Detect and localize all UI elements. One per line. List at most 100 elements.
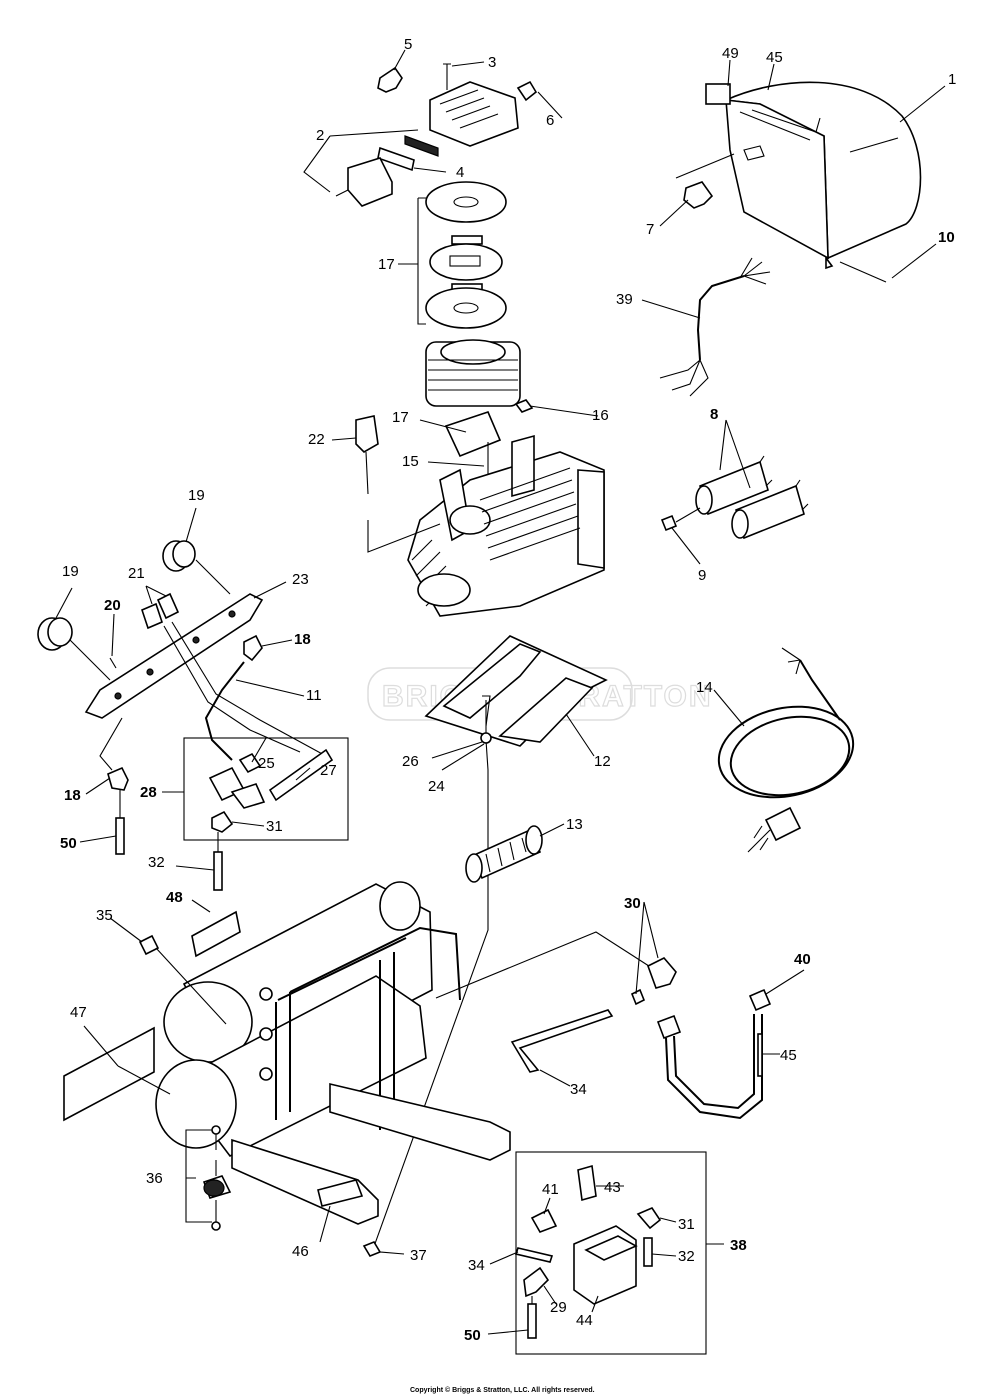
part-25-fitting <box>238 752 262 774</box>
gasket-stack <box>425 181 507 329</box>
callout-37: 37 <box>410 1247 427 1264</box>
part-7-switch <box>683 181 714 209</box>
callout-13: 13 <box>566 816 583 833</box>
callout-20: 20 <box>104 597 121 614</box>
cylinder-head-group <box>335 63 538 207</box>
part-10-screw <box>825 255 834 270</box>
callout-9: 9 <box>698 567 706 584</box>
callout-10: 10 <box>938 229 955 246</box>
copyright-notice: Copyright © Briggs & Stratton, LLC. All … <box>410 1386 595 1394</box>
part-29-elbow <box>523 1266 550 1298</box>
callout-31-right: 31 <box>678 1216 695 1233</box>
part-32-tube-right <box>643 1237 653 1267</box>
callout-50-left: 50 <box>60 835 77 852</box>
motor-crankcase <box>355 415 605 617</box>
part-23-panel <box>84 593 264 719</box>
callout-7: 7 <box>646 221 654 238</box>
part-5-elbow-fitting <box>377 66 403 93</box>
part-18-elbow-upper <box>243 634 263 662</box>
part-21-safety-valve <box>141 602 163 630</box>
callout-18-lower: 18 <box>64 787 81 804</box>
part-45-hose-label <box>757 1033 763 1077</box>
part-20-screw <box>109 657 117 669</box>
callout-48: 48 <box>166 889 183 906</box>
callout-46: 46 <box>292 1243 309 1260</box>
part-22-breather <box>355 415 379 453</box>
part-37-nut <box>362 1241 382 1257</box>
part-47-label <box>63 1026 155 1122</box>
callout-38: 38 <box>730 1237 747 1254</box>
callout-45-top: 45 <box>766 49 783 66</box>
gauge-panel-group <box>37 540 327 855</box>
callout-5: 5 <box>404 36 412 53</box>
part-43-relief-valve <box>577 1164 597 1202</box>
part-4-reed-valve <box>377 146 415 172</box>
callout-24: 24 <box>428 778 445 795</box>
part-13-handle-grip <box>465 825 543 883</box>
part-18-elbow-lower <box>107 766 129 791</box>
callout-30: 30 <box>624 895 641 912</box>
callout-34-lower: 34 <box>468 1257 485 1274</box>
part-head-cover <box>429 81 519 147</box>
callout-35: 35 <box>96 907 113 924</box>
callout-32-left: 32 <box>148 854 165 871</box>
callout-15: 15 <box>402 453 419 470</box>
part-9-nut <box>660 514 678 532</box>
part-48-label <box>191 910 241 958</box>
callout-45-hose: 45 <box>780 1047 797 1064</box>
callout-39: 39 <box>616 291 633 308</box>
part-38-pressure-switch-box <box>514 1151 724 1355</box>
part-44-pressure-switch <box>573 1225 637 1305</box>
part-14-power-cord <box>717 647 855 853</box>
part-34-allen-wrench <box>510 1009 614 1073</box>
part-39-wire-harness <box>659 257 771 397</box>
callout-32-right: 32 <box>678 1248 695 1265</box>
callout-40: 40 <box>794 951 811 968</box>
part-8-capacitors <box>660 455 809 540</box>
part-35-valve <box>138 934 160 956</box>
callout-18-upper: 18 <box>294 631 311 648</box>
callout-44: 44 <box>576 1312 593 1329</box>
part-12-base-plate <box>371 635 608 1253</box>
part-1-shroud <box>675 81 922 283</box>
part-32-tube-left <box>213 851 223 891</box>
air-tanks <box>63 881 511 1257</box>
part-26-bolt <box>482 695 491 727</box>
callout-11: 11 <box>306 687 322 704</box>
callout-17-lower: 17 <box>392 409 409 426</box>
callout-labels: 1 2 3 4 5 6 7 8 9 10 11 12 13 14 15 16 1… <box>60 36 956 1344</box>
part-50-tube-left <box>115 817 125 855</box>
callout-34-upper: 34 <box>570 1081 587 1098</box>
callout-23: 23 <box>292 571 309 588</box>
callout-49: 49 <box>722 45 739 62</box>
part-41-fitting <box>530 1208 558 1233</box>
part-24-washer <box>480 732 492 744</box>
callout-1: 1 <box>948 71 956 88</box>
callout-25: 25 <box>258 755 275 772</box>
callout-43: 43 <box>604 1179 621 1196</box>
callout-36: 36 <box>146 1170 163 1187</box>
part-6-fitting <box>516 80 538 102</box>
part-49-label <box>705 83 731 105</box>
callout-14: 14 <box>696 679 713 696</box>
part-30-tee-fitting <box>647 957 677 989</box>
part-34-tube <box>514 1247 554 1263</box>
callout-19-left: 19 <box>62 563 79 580</box>
part-3-head-bolt <box>443 63 451 90</box>
callout-8: 8 <box>710 406 718 423</box>
callout-47: 47 <box>70 1004 87 1021</box>
callout-26: 26 <box>402 753 419 770</box>
part-16-nut <box>514 399 534 413</box>
callout-31-left: 31 <box>266 818 283 835</box>
part-17-cylinder-gasket <box>444 411 502 458</box>
callout-41: 41 <box>542 1181 559 1198</box>
part-40-fitting <box>748 988 772 1012</box>
callout-21: 21 <box>128 565 145 582</box>
part-19-gauge-right <box>162 540 196 572</box>
part-valve-block <box>347 157 393 207</box>
callout-29: 29 <box>550 1299 567 1316</box>
callout-12: 12 <box>594 753 611 770</box>
part-31-elbow-right <box>636 1207 662 1230</box>
callout-3: 3 <box>488 54 496 71</box>
